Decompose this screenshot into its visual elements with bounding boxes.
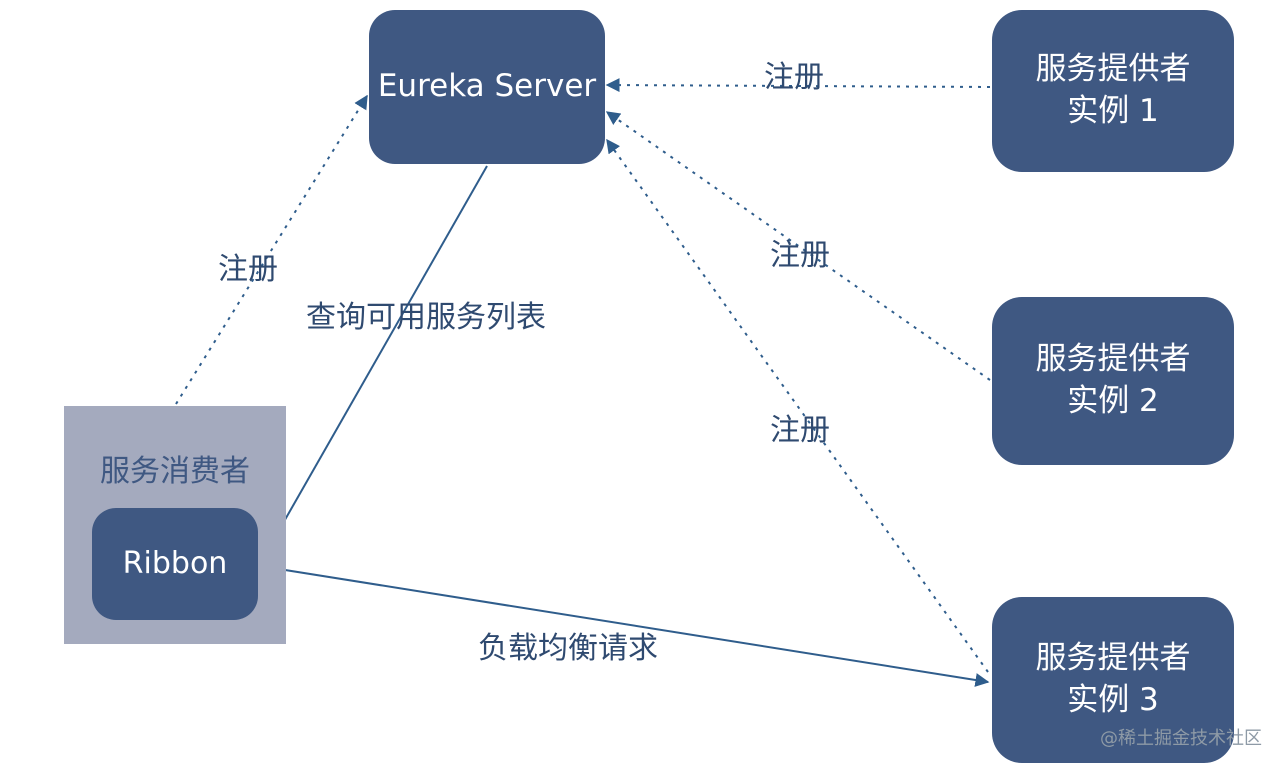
- edge-label-register-p3: 注册: [770, 413, 830, 448]
- edge-register-p1: [605, 78, 991, 93]
- ribbon-node: Ribbon: [92, 508, 258, 620]
- provider-1-instance: 实例 1: [1067, 93, 1159, 129]
- provider-instance-2-node: 服务提供者 实例 2: [992, 297, 1234, 465]
- provider-instance-1-node: 服务提供者 实例 1: [992, 10, 1234, 172]
- eureka-server-node: Eureka Server: [369, 10, 605, 164]
- provider-instance-3-node: 服务提供者 实例 3: [992, 597, 1234, 763]
- provider-1-title: 服务提供者: [1035, 51, 1191, 88]
- edge-register-p3: [606, 138, 989, 673]
- eureka-server-label: Eureka Server: [377, 68, 597, 105]
- edge-label-load-balance: 负载均衡请求: [478, 631, 658, 666]
- provider-2-instance: 实例 2: [1067, 383, 1159, 419]
- provider-2-title: 服务提供者: [1035, 341, 1191, 378]
- service-consumer-title: 服务消费者: [100, 454, 250, 489]
- edge-label-register-p2: 注册: [770, 238, 830, 273]
- edge-register-p2: [605, 111, 991, 381]
- edge-query-list: [261, 165, 488, 562]
- edge-label-query-list: 查询可用服务列表: [306, 300, 546, 335]
- ribbon-label: Ribbon: [122, 545, 228, 581]
- provider-3-instance: 实例 3: [1067, 682, 1159, 718]
- service-consumer-group: 服务消费者 Ribbon: [64, 406, 286, 644]
- provider-3-title: 服务提供者: [1035, 640, 1191, 677]
- edge-label-register-consumer: 注册: [218, 252, 278, 287]
- edge-register-consumer: [175, 94, 368, 405]
- edge-load-balance: [259, 565, 990, 687]
- edge-label-register-p1: 注册: [764, 60, 824, 95]
- watermark-text: @稀土掘金技术社区: [1100, 728, 1262, 749]
